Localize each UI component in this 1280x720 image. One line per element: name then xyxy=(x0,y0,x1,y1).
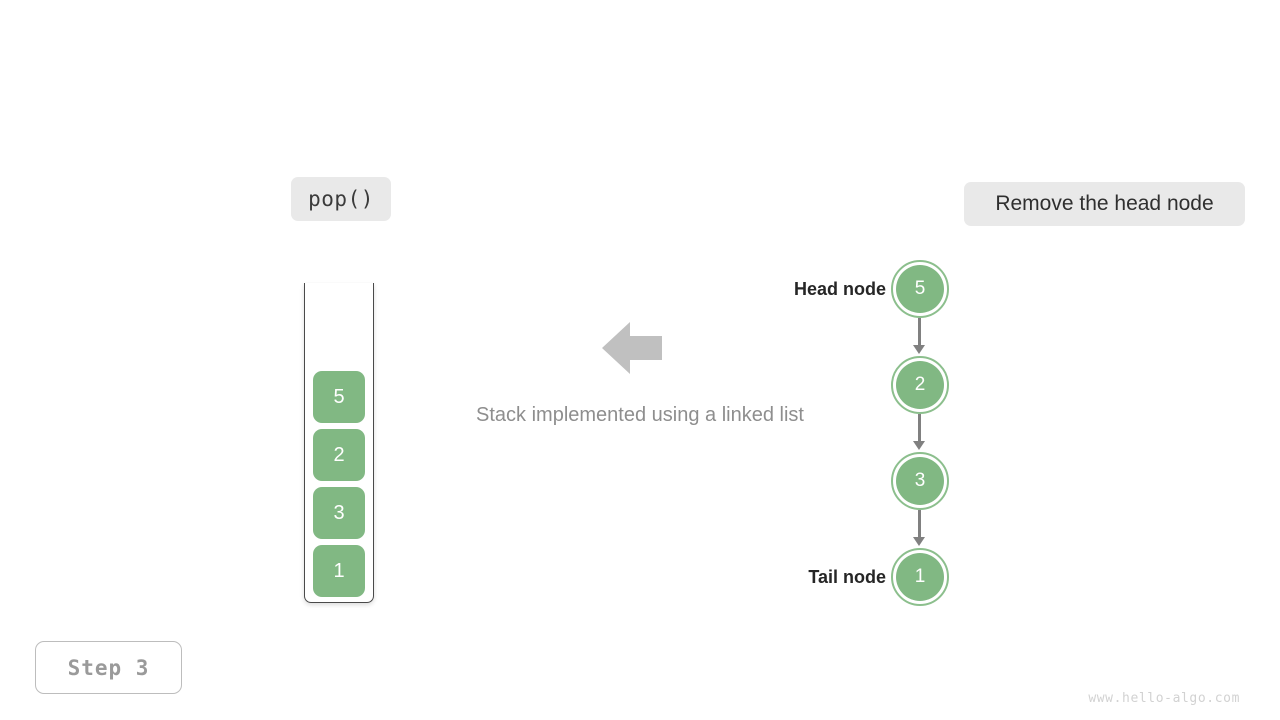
stack-cell: 3 xyxy=(313,487,365,539)
node-value: 1 xyxy=(896,553,944,601)
watermark: www.hello-algo.com xyxy=(1088,691,1240,706)
node-value: 3 xyxy=(896,457,944,505)
tail-node-label: Tail node xyxy=(808,567,886,587)
caption-text: Stack implemented using a linked list xyxy=(476,404,804,426)
stack-cell: 5 xyxy=(313,371,365,423)
link-arrowhead-icon xyxy=(913,537,925,546)
node-value: 2 xyxy=(896,361,944,409)
arrow-left-icon xyxy=(602,320,662,376)
stack-cell: 2 xyxy=(313,429,365,481)
head-node-label: Head node xyxy=(793,279,886,299)
action-description-badge: Remove the head node xyxy=(964,182,1245,226)
operation-badge: pop() xyxy=(291,177,391,221)
link-arrowhead-icon xyxy=(913,441,925,450)
linked-list-node: 2 xyxy=(891,356,949,414)
linked-list-node: 5 xyxy=(891,260,949,318)
node-value: 5 xyxy=(896,265,944,313)
node-link xyxy=(918,318,921,347)
link-arrowhead-icon xyxy=(913,345,925,354)
step-badge: Step 3 xyxy=(35,641,182,694)
stack-visual: 5 2 3 1 xyxy=(304,283,374,603)
linked-list-node: 3 xyxy=(891,452,949,510)
node-link xyxy=(918,510,921,539)
stack-outline xyxy=(304,283,374,603)
stack-cell-list: 5 2 3 1 xyxy=(304,371,374,597)
stack-cell: 1 xyxy=(313,545,365,597)
linked-list-node: 1 xyxy=(891,548,949,606)
node-link xyxy=(918,414,921,443)
